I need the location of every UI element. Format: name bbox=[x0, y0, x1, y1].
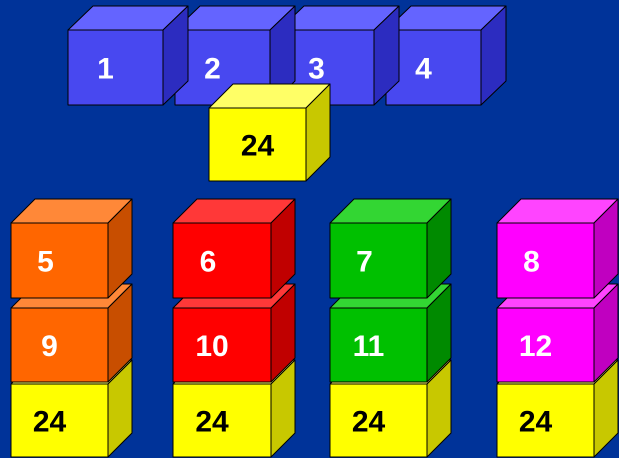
stack-2-middle-cube: 10 bbox=[173, 284, 295, 382]
stack-4-base-cube-label: 24 bbox=[519, 406, 553, 439]
stack-2-top-cube-front-face bbox=[173, 223, 271, 298]
stack-3-top-cube-front-face bbox=[330, 223, 427, 298]
stack-1-base-cube-label: 24 bbox=[33, 406, 67, 439]
cube-top-2-label: 2 bbox=[204, 53, 221, 86]
stack-1-middle-cube-front-face bbox=[11, 308, 108, 382]
stack-3-top-cube-label: 7 bbox=[356, 246, 373, 279]
cube-top-4: 4 bbox=[386, 6, 506, 105]
stack-4-top-cube: 8 bbox=[497, 199, 618, 298]
stack-1-top-cube-label: 5 bbox=[37, 246, 54, 279]
stack-4-top-cube-front-face bbox=[497, 223, 594, 298]
stack-1-top-cube: 5 bbox=[11, 199, 132, 298]
cube-top-3-label: 3 bbox=[308, 53, 325, 86]
stack-3-middle-cube-label: 11 bbox=[353, 330, 385, 363]
stack-4-middle-cube: 12 bbox=[497, 284, 618, 382]
stack-2-middle-cube-label: 10 bbox=[195, 330, 228, 363]
cube-top-4-front-face bbox=[386, 30, 481, 105]
cube-top-1-front-face bbox=[68, 30, 163, 105]
stack-4-top-cube-label: 8 bbox=[523, 246, 540, 279]
stack-1-middle-cube: 9 bbox=[11, 284, 132, 382]
stack-2-top-cube: 6 bbox=[173, 199, 295, 298]
stack-3-middle-cube: 11 bbox=[330, 284, 451, 382]
cube-top-4-label: 4 bbox=[415, 53, 432, 86]
cube-shared-24-label: 24 bbox=[241, 130, 275, 163]
stack-3-top-cube: 7 bbox=[330, 199, 451, 298]
stack-1-top-cube-front-face bbox=[11, 223, 108, 298]
stack-1-middle-cube-label: 9 bbox=[41, 330, 58, 363]
stack-2-top-cube-label: 6 bbox=[200, 246, 217, 279]
stack-4-middle-cube-label: 12 bbox=[519, 330, 552, 363]
cube-top-1: 1 bbox=[68, 6, 188, 105]
cube-shared-24: 24 bbox=[209, 84, 330, 181]
cube-top-1-label: 1 bbox=[97, 53, 114, 86]
stack-3-base-cube-label: 24 bbox=[352, 406, 386, 439]
stack-2-base-cube-label: 24 bbox=[195, 406, 229, 439]
